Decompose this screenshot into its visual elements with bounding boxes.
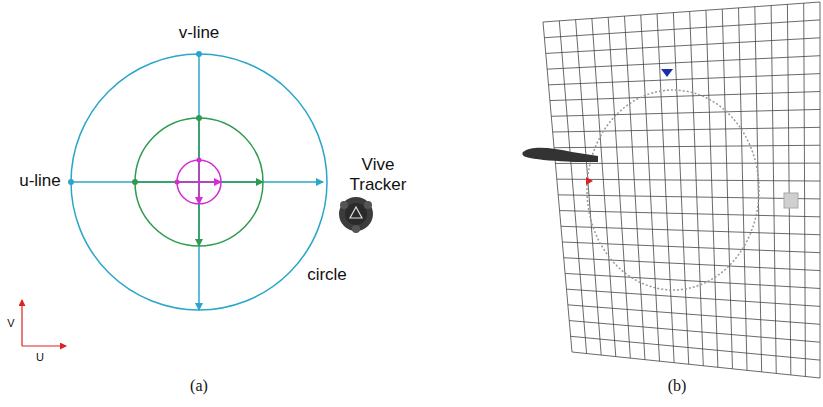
grid-line xyxy=(568,305,820,324)
v-line xyxy=(198,54,200,310)
grid-line xyxy=(546,38,820,54)
dashed-circle xyxy=(587,90,759,290)
grid-line xyxy=(576,20,602,355)
grid-line xyxy=(592,18,616,356)
grid-line xyxy=(549,74,820,85)
middle-circle xyxy=(135,118,263,246)
grid-line xyxy=(560,211,820,217)
grid-line xyxy=(820,2,821,378)
device-label: Vive Tracker xyxy=(343,155,413,194)
tracker-icon xyxy=(339,197,373,233)
start-dot xyxy=(68,179,74,185)
start-dot xyxy=(196,51,202,57)
grid-line xyxy=(561,226,820,234)
grid-line xyxy=(706,10,718,367)
grid-line xyxy=(569,321,820,343)
grid-line xyxy=(673,13,688,365)
start-dot xyxy=(132,179,138,185)
grid-line xyxy=(739,8,748,370)
grid-line xyxy=(755,7,762,372)
red-marker xyxy=(586,177,593,185)
grid-line xyxy=(641,15,660,361)
grid-line xyxy=(553,127,820,132)
grid-line xyxy=(565,273,820,288)
panel-label: (b) xyxy=(668,377,687,395)
u-line xyxy=(71,181,323,183)
grid-line xyxy=(550,92,820,101)
inner-circle xyxy=(177,160,221,204)
outer-circle xyxy=(71,54,327,310)
line-label: u-line xyxy=(19,171,61,191)
grid-line xyxy=(551,109,820,116)
grid-line xyxy=(557,179,820,181)
line-label: v-line xyxy=(179,23,220,43)
controller xyxy=(522,148,598,162)
grid-line xyxy=(555,163,820,164)
grid-line xyxy=(544,20,820,38)
grid-line xyxy=(554,145,820,147)
start-dot xyxy=(175,180,180,185)
panel-label: (a) xyxy=(190,377,208,395)
grid-line xyxy=(804,3,806,376)
grid-line xyxy=(690,11,704,365)
grid-line xyxy=(572,352,820,378)
grid-line xyxy=(571,336,820,360)
grid-line xyxy=(543,2,820,22)
grid-line xyxy=(543,22,572,352)
perspective-grid xyxy=(543,2,820,378)
grid-line xyxy=(559,21,586,354)
grid-line xyxy=(547,56,820,69)
grid-line xyxy=(722,9,732,369)
blue-marker xyxy=(661,69,673,77)
circles-panel xyxy=(22,51,373,346)
grid-line xyxy=(624,16,644,360)
grid-line xyxy=(657,14,674,363)
axis-label: V xyxy=(7,317,14,330)
grid-line xyxy=(564,258,820,271)
v-line xyxy=(198,160,200,204)
tracker-square xyxy=(784,193,798,208)
start-dot xyxy=(197,158,202,163)
grid-line xyxy=(566,289,820,306)
axis-arrow xyxy=(21,300,22,346)
v-line xyxy=(198,118,200,246)
shape-label: circle xyxy=(307,265,347,285)
axis-label: U xyxy=(36,351,44,364)
grid-line xyxy=(558,195,820,199)
grid-line xyxy=(787,4,790,375)
grid-line xyxy=(771,6,776,374)
start-dot xyxy=(196,115,202,121)
grid-line xyxy=(608,17,630,358)
axis-arrow xyxy=(22,345,66,346)
